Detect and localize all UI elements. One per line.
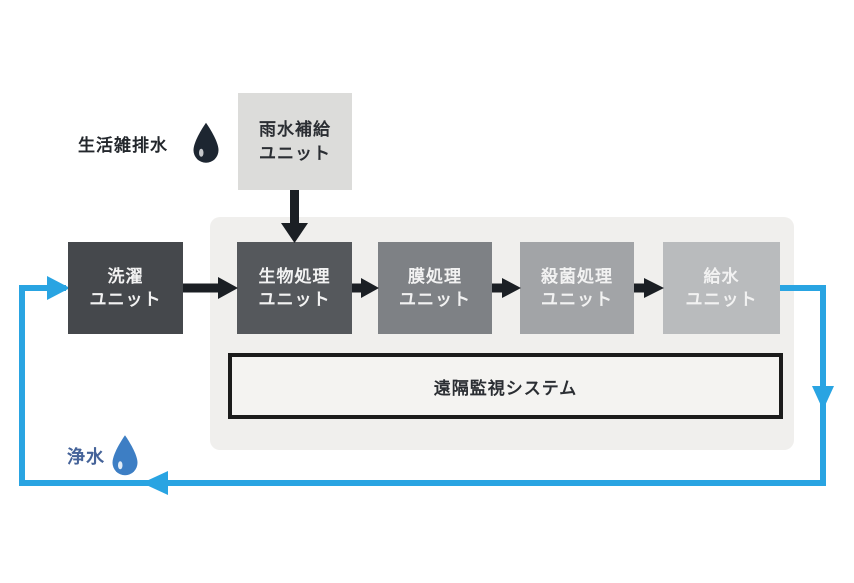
- membrane-treatment-unit-box: 膜処理 ユニット: [378, 242, 492, 334]
- arrow-right-icon: [352, 278, 379, 298]
- arrow-right-icon: [183, 277, 238, 299]
- arrow-right-icon: [492, 278, 521, 298]
- loop-arrow-right-icon: [47, 276, 70, 300]
- remote-monitoring-system-box: 遠隔監視システム: [228, 353, 783, 419]
- wastewater-label: 生活雑排水: [78, 136, 168, 155]
- arrow-right-icon: [634, 278, 664, 298]
- rainwater-supply-unit-box: 雨水補給 ユニット: [238, 93, 352, 190]
- loop-arrow-left-icon: [142, 471, 168, 495]
- sterilization-unit-box: 殺菌処理 ユニット: [520, 242, 634, 334]
- water-drop-icon: [193, 122, 219, 163]
- laundry-unit-box: 洗濯 ユニット: [68, 242, 183, 334]
- water-supply-unit-box: 給水 ユニット: [663, 242, 780, 334]
- bio-treatment-unit-box: 生物処理 ユニット: [237, 242, 352, 334]
- purified-water-label: 浄水: [67, 447, 105, 467]
- loop-arrow-down-icon: [812, 386, 834, 410]
- arrow-down-icon: [281, 190, 308, 243]
- water-drop-icon: [112, 435, 138, 476]
